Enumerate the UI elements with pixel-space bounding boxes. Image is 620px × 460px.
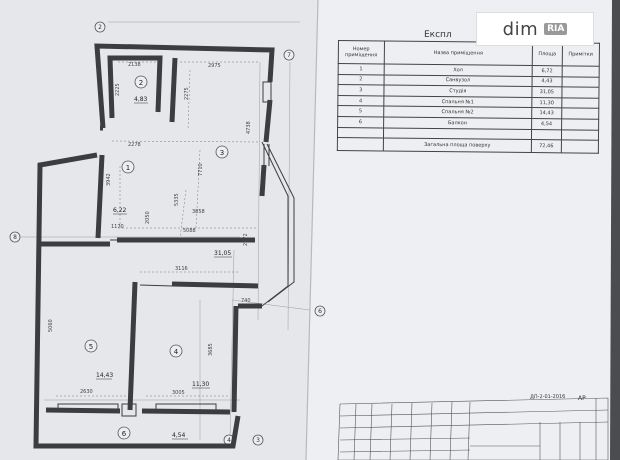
dim-2630: 2630 bbox=[80, 389, 93, 395]
room-3-number: 3 bbox=[220, 149, 224, 157]
dim-2050: 2050 bbox=[145, 211, 151, 224]
cell-area: 6,72 bbox=[532, 65, 562, 77]
stamp-code: ДП-2-01-2016 bbox=[529, 393, 566, 401]
cell-num: 1 bbox=[338, 63, 384, 75]
total-value: 72,46 bbox=[531, 139, 562, 153]
dim-740: 740 bbox=[241, 298, 251, 304]
dim-1170: 1170 bbox=[111, 224, 124, 230]
room-1-area: 6,22 bbox=[113, 207, 127, 214]
dim-2972: 2972 bbox=[243, 233, 249, 246]
watermark-right: RIA bbox=[544, 23, 568, 35]
cell-num: 3 bbox=[337, 84, 384, 96]
room-5-number: 5 bbox=[89, 343, 93, 351]
cell-note bbox=[561, 108, 599, 120]
room-4-area: 11,30 bbox=[192, 381, 209, 388]
watermark-left: dim bbox=[502, 18, 539, 40]
cell-num: 6 bbox=[337, 116, 384, 128]
room-5-area: 14,43 bbox=[96, 372, 113, 379]
dim-2278: 2278 bbox=[128, 142, 141, 148]
dim-5060: 5060 bbox=[48, 319, 54, 332]
dim-5088: 5088 bbox=[183, 228, 196, 234]
dim-2138: 2138 bbox=[128, 62, 141, 68]
room-2-number: 2 bbox=[139, 79, 143, 87]
stamp-type: АР bbox=[578, 395, 586, 402]
cell-num: 5 bbox=[337, 105, 384, 117]
axis-label-7: 7 bbox=[287, 52, 291, 59]
dim-3005: 3005 bbox=[172, 390, 185, 396]
dim-4738: 4738 bbox=[246, 121, 252, 134]
total-label: Загальна площа поверху bbox=[382, 138, 532, 153]
room-6-number: 6 bbox=[122, 430, 127, 438]
dim-3858: 3858 bbox=[192, 209, 205, 215]
dim-3116: 3116 bbox=[175, 266, 188, 272]
dim-3685: 3685 bbox=[208, 343, 214, 356]
axis-label-8: 8 bbox=[13, 234, 17, 241]
cell-note bbox=[561, 87, 600, 99]
paper-right bbox=[306, 0, 612, 460]
dim-5335: 5335 bbox=[174, 193, 180, 206]
watermark-logo: dim RIA bbox=[476, 12, 594, 46]
cell-area: 31,05 bbox=[532, 86, 562, 98]
cell-area: 14,43 bbox=[531, 107, 562, 119]
axis-label-6: 6 bbox=[318, 308, 322, 315]
room-4-number: 4 bbox=[174, 348, 179, 356]
dim-3942: 3942 bbox=[106, 173, 112, 186]
header-num: Номер приміщення bbox=[338, 40, 385, 64]
cell-area: 4,43 bbox=[532, 76, 562, 88]
explication-title: Експл bbox=[423, 29, 452, 41]
room-2-area: 4,83 bbox=[134, 96, 148, 103]
cell-area: 4,54 bbox=[531, 118, 562, 130]
cell-note bbox=[561, 65, 600, 77]
cell-num: 2 bbox=[338, 74, 384, 86]
header-area: Площа bbox=[532, 42, 563, 66]
dim-2975: 2975 bbox=[208, 63, 221, 69]
room-1-number: 1 bbox=[126, 164, 130, 172]
dim-7710: 7710 bbox=[198, 163, 204, 176]
room-3-area: 31,05 bbox=[214, 250, 231, 257]
header-note: Примітки bbox=[561, 42, 600, 67]
dim-2225: 2225 bbox=[115, 83, 121, 96]
room-6-area: 4,54 bbox=[172, 432, 186, 439]
axis-label-2: 2 bbox=[98, 24, 102, 31]
cell-area: 11,30 bbox=[532, 97, 562, 109]
paper-left bbox=[0, 0, 318, 460]
cell-note bbox=[561, 97, 599, 109]
cell-note bbox=[561, 76, 600, 88]
cell-note bbox=[561, 118, 599, 130]
title-block bbox=[337, 397, 609, 460]
axis-label-bottom-a: 4 bbox=[227, 437, 231, 444]
axis-label-bottom-b: 3 bbox=[256, 437, 260, 444]
cell-num: 4 bbox=[337, 95, 384, 107]
explication-table: Номер приміщення Назва приміщення Площа … bbox=[337, 40, 600, 154]
dim-2275: 2275 bbox=[184, 87, 190, 100]
